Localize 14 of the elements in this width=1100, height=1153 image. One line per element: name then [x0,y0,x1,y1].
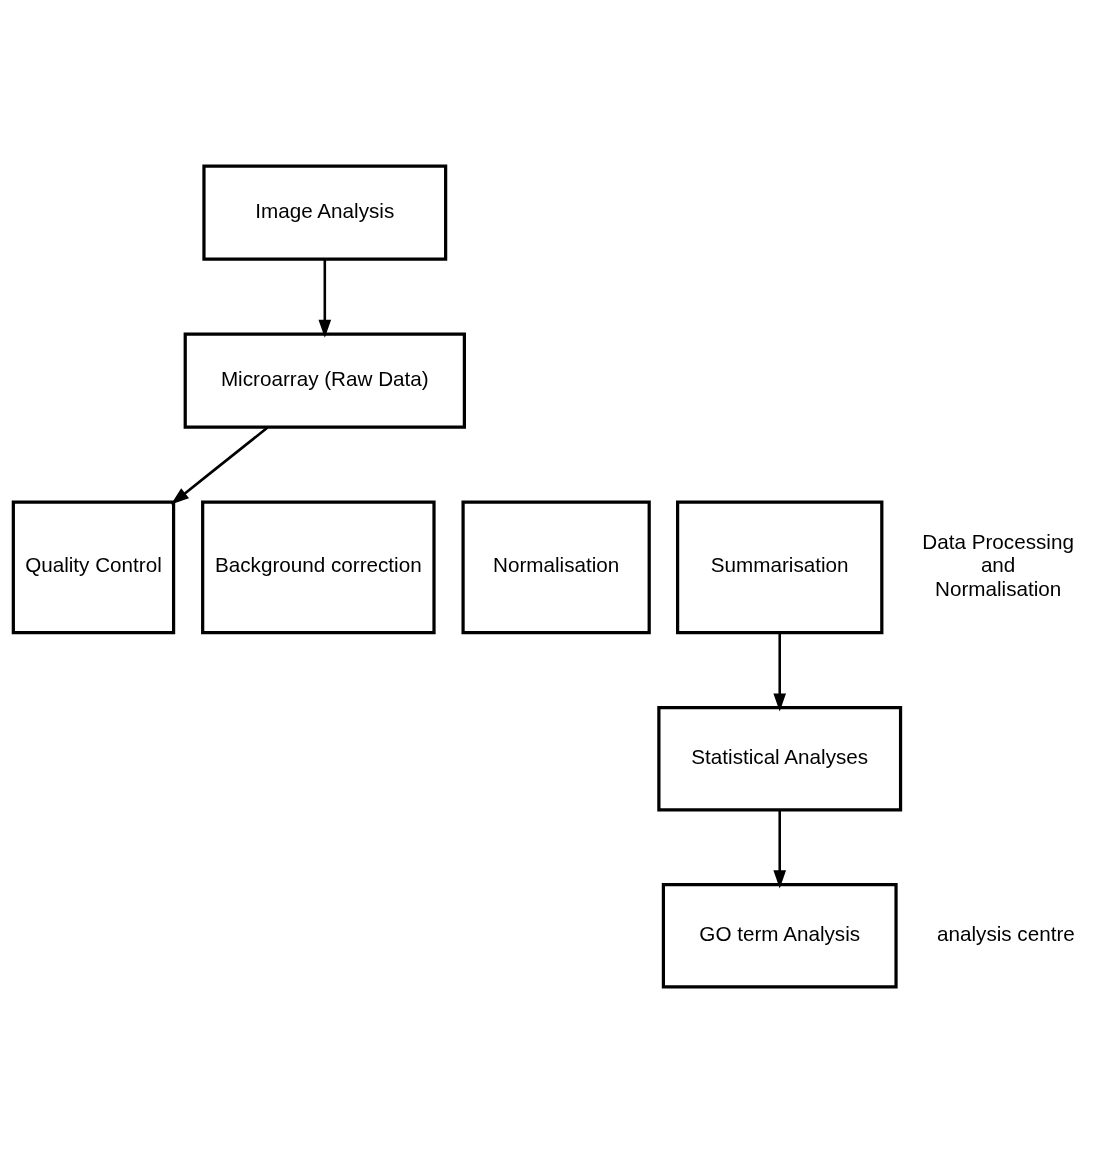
arrow [318,259,332,338]
label: Data Processing and Normalisation [922,530,1074,600]
node-box: Summarisation [676,500,884,635]
node-label: analysis centre [937,921,1075,945]
arrow [773,633,787,712]
node-box: Normalisation [461,500,651,635]
node-box: Background correction [201,500,436,635]
node-box: GO term Analysis [661,883,898,989]
node-box: Image Analysis [202,164,448,261]
node-box: Quality Control [11,500,176,635]
arrow [773,810,787,889]
arrow [170,426,269,505]
node-box: Statistical Analyses [657,706,903,812]
node-box: Microarray (Raw Data) [183,332,466,429]
